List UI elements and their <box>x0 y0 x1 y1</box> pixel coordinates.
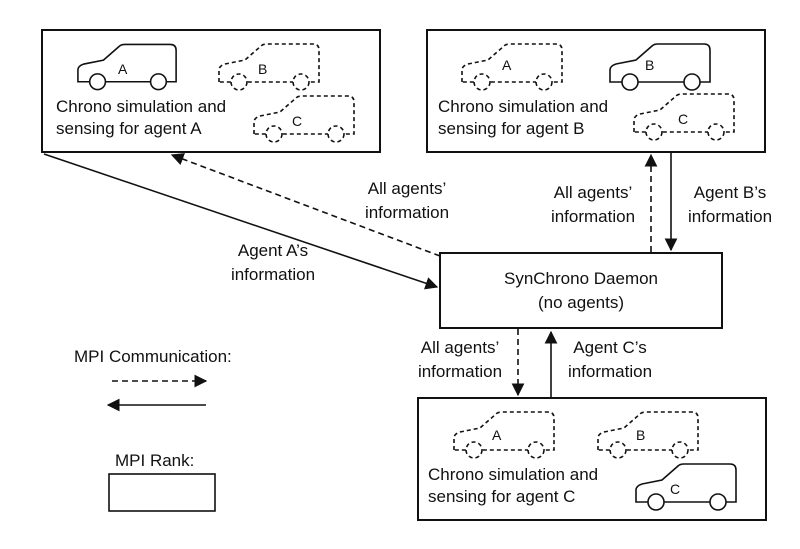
car-c-icon: C <box>633 93 735 141</box>
svg-text:C: C <box>292 113 302 129</box>
svg-text:Agent B’s: Agent B’s <box>694 183 766 202</box>
daemon-subtitle: (no agents) <box>538 293 624 312</box>
car-b-icon: B <box>609 43 711 91</box>
label-all-info-to-b: All agents’ information <box>551 183 635 226</box>
agent-a-caption-line1: Chrono simulation and <box>56 97 226 116</box>
svg-text:A: A <box>118 61 128 77</box>
agent-a-rank-box: A B C Chrono simulation and sensing for … <box>41 29 381 153</box>
agent-b-caption-line2: sensing for agent B <box>438 119 584 138</box>
car-b-icon: B <box>218 43 320 91</box>
car-b-icon: B <box>597 411 699 459</box>
svg-text:information: information <box>231 265 315 284</box>
agent-b-rank-box: A B C Chrono simulation and sensing for … <box>426 29 766 153</box>
svg-text:information: information <box>418 362 502 381</box>
svg-text:B: B <box>636 427 645 443</box>
agent-c-caption-line1: Chrono simulation and <box>428 465 598 484</box>
daemon-rank-box: SynChrono Daemon (no agents) <box>439 252 723 329</box>
car-c-icon: C <box>635 463 737 511</box>
legend-communication-label: MPI Communication: <box>74 347 232 366</box>
svg-text:C: C <box>678 111 688 127</box>
label-agent-b-info: Agent B’s information <box>688 183 772 226</box>
label-all-info-to-c: All agents’ information <box>418 338 502 381</box>
car-a-icon: A <box>77 43 177 91</box>
legend: MPI Communication: MPI Rank: <box>74 347 232 512</box>
svg-text:All agents’: All agents’ <box>368 179 446 198</box>
arrow-daemon-to-agent-a <box>170 153 441 257</box>
label-agent-a-info: Agent A’s information <box>231 241 315 284</box>
arrow-agent-a-to-daemon <box>43 153 439 290</box>
daemon-title: SynChrono Daemon <box>504 269 658 288</box>
agent-c-rank-box: A B C Chrono simulation and sensing for … <box>417 397 767 521</box>
car-a-icon: A <box>461 43 563 91</box>
svg-text:Agent C’s: Agent C’s <box>573 338 646 357</box>
label-agent-c-info: Agent C’s information <box>568 338 652 381</box>
svg-text:Agent A’s: Agent A’s <box>238 241 308 260</box>
svg-text:A: A <box>502 57 512 73</box>
svg-text:All agents’: All agents’ <box>554 183 632 202</box>
svg-text:information: information <box>365 203 449 222</box>
svg-text:A: A <box>492 427 502 443</box>
agent-a-caption-line2: sensing for agent A <box>56 119 202 138</box>
legend-rank-label: MPI Rank: <box>115 451 194 470</box>
car-c-icon: C <box>253 95 355 143</box>
svg-text:B: B <box>258 61 267 77</box>
svg-text:All agents’: All agents’ <box>421 338 499 357</box>
svg-text:B: B <box>645 57 654 73</box>
agent-c-caption-line2: sensing for agent C <box>428 487 575 506</box>
legend-rank-box <box>108 473 216 512</box>
car-a-icon: A <box>453 411 555 459</box>
agent-b-caption-line1: Chrono simulation and <box>438 97 608 116</box>
label-all-info-to-a: All agents’ information <box>365 179 449 222</box>
svg-text:information: information <box>568 362 652 381</box>
svg-text:information: information <box>551 207 635 226</box>
svg-text:information: information <box>688 207 772 226</box>
svg-text:C: C <box>670 481 680 497</box>
